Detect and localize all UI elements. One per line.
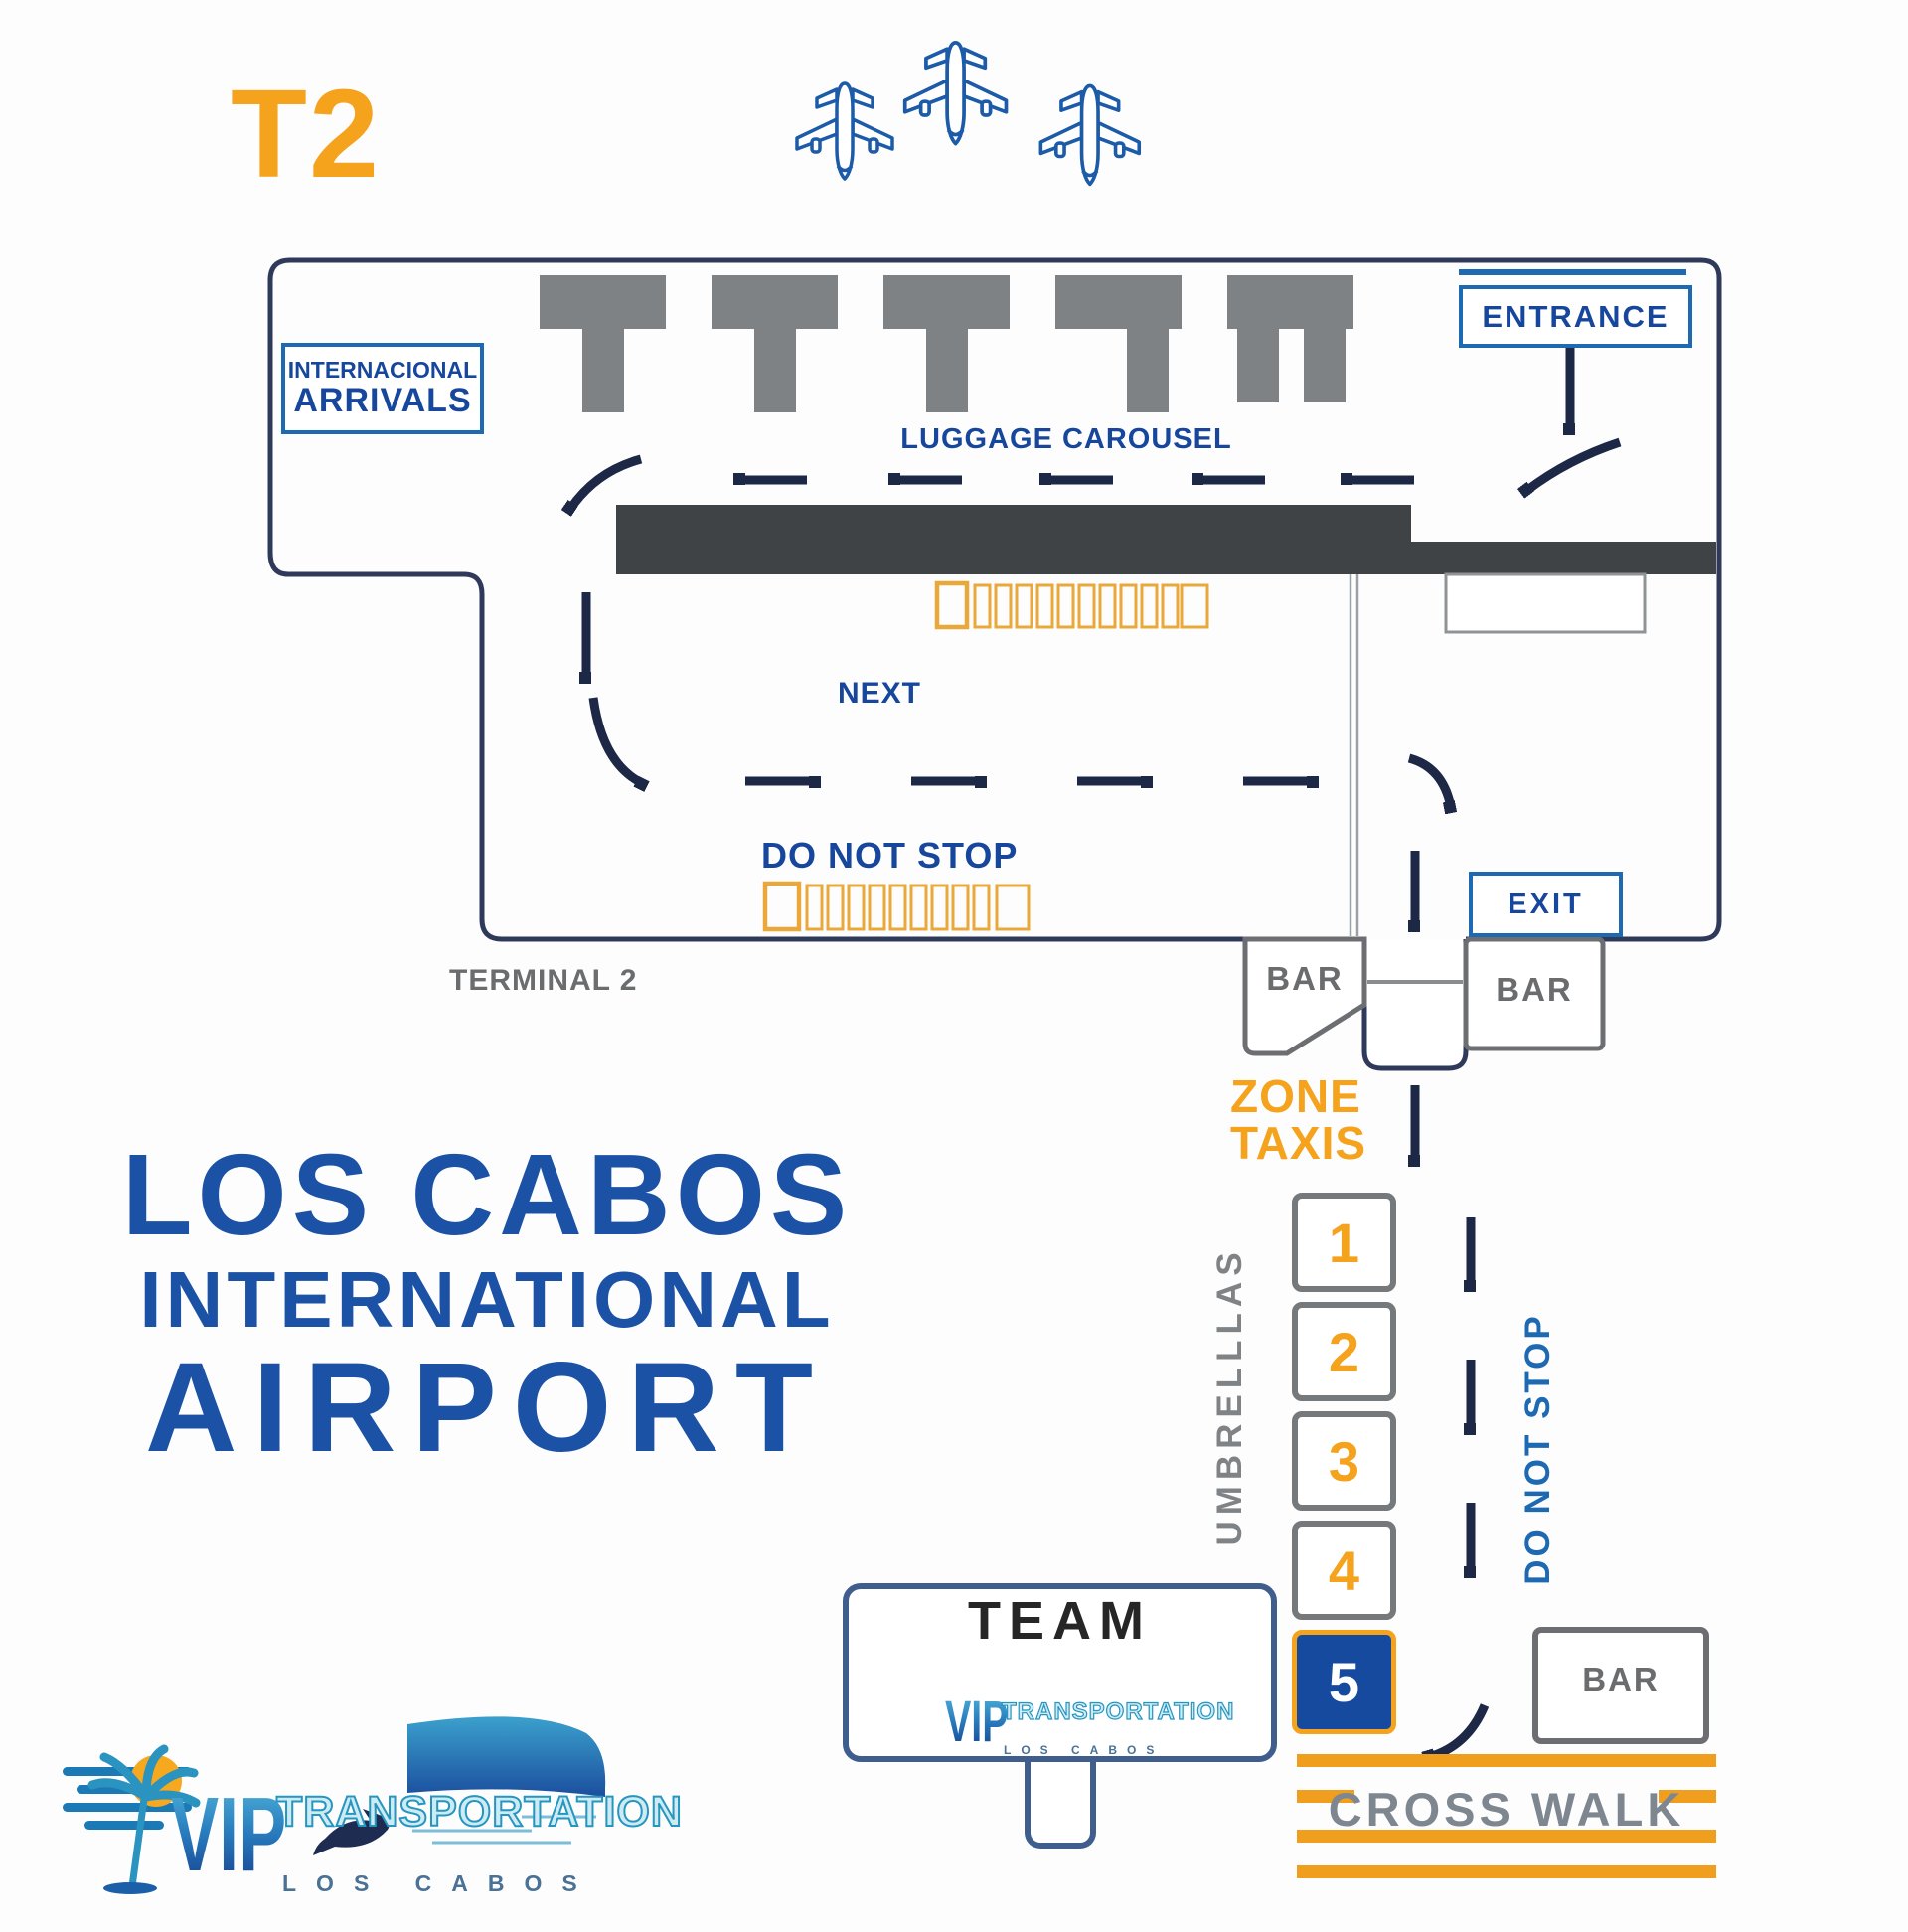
belt-end-curve-arrow (570, 454, 643, 509)
hall-divider (1349, 574, 1359, 936)
entrance-sign: ENTRANCE (1459, 285, 1692, 348)
airport-title: LOS CABOS INTERNATIONAL AIRPORT (94, 1130, 879, 1479)
taxi-zone-4: 4 (1292, 1521, 1396, 1620)
arrivals-line2: ARRIVALS (293, 382, 472, 419)
pillar-u-5 (1227, 275, 1353, 402)
sign-vip-wordmark: VIP (945, 1690, 1009, 1754)
umbrellas-label: UMBRELLLAS (1210, 1246, 1249, 1546)
entrance-curve-arrow (1526, 437, 1622, 491)
bar-label-street: BAR (1582, 1661, 1660, 1697)
pillar-t-3 (883, 275, 1010, 412)
pillar-l-4 (1055, 275, 1182, 412)
logo-los-cabos-wordmark: LOS CABOS (282, 1870, 597, 1896)
team-sign (843, 1583, 1277, 1762)
bar-box-right (1463, 936, 1606, 1051)
queue-lower (762, 881, 1031, 932)
pillar-t-2 (712, 275, 838, 412)
taxi-zone-1: 1 (1292, 1193, 1396, 1292)
next-label: NEXT (838, 677, 922, 710)
title-line3: AIRPORT (145, 1336, 829, 1479)
bar-box-street (1532, 1627, 1709, 1744)
zone-line1: ZONE (1230, 1070, 1361, 1122)
exit-corridor (1361, 939, 1469, 1071)
turn-down-curve-arrow (1407, 753, 1451, 807)
luggage-belt (616, 505, 1716, 574)
entrance-door-line (1459, 269, 1686, 275)
turn-right-curve-arrow (588, 697, 642, 783)
title-line2: INTERNATIONAL (139, 1254, 835, 1344)
terminal-code: T2 (231, 64, 382, 204)
bar-label-right: BAR (1496, 971, 1573, 1008)
terminal-building-outline (267, 257, 1722, 942)
international-arrivals-sign: INTERNACIONAL ARRIVALS (281, 343, 484, 434)
sign-transportation-wordmark: TRANSPORTATION (1001, 1698, 1235, 1725)
belt-side-box (1444, 572, 1647, 634)
taxi-zone-2: 2 (1292, 1302, 1396, 1401)
crosswalk-label: CROSS WALK (1328, 1783, 1685, 1836)
bar-label-left: BAR (1266, 960, 1344, 997)
bar-box-left (1242, 936, 1367, 1056)
flow-arrows (570, 346, 1622, 1757)
logo-vip-wordmark: VIP (171, 1776, 287, 1893)
pillar-t-1 (540, 275, 666, 412)
title-line1: LOS CABOS (121, 1130, 853, 1259)
logo-transportation-wordmark: TRANSPORTATION (275, 1788, 683, 1836)
crosswalk-stripes (1297, 1754, 1716, 1878)
taxi-zone-3-number: 3 (1328, 1429, 1360, 1493)
taxi-zone-5-number: 5 (1328, 1651, 1360, 1713)
zone-taxis-label: ZONE TAXIS (1230, 1073, 1366, 1167)
sign-handle (1025, 1749, 1096, 1849)
zone5-curve-arrow (1429, 1703, 1490, 1757)
taxi-zone-3: 3 (1292, 1411, 1396, 1511)
do-not-stop-label: DO NOT STOP (761, 835, 1019, 876)
taxi-zone-1-number: 1 (1328, 1210, 1360, 1274)
terminal-2-label: TERMINAL 2 (449, 964, 638, 997)
taxi-zone-5-highlighted: 5 (1292, 1630, 1396, 1734)
team-label: TEAM (968, 1591, 1152, 1651)
arrivals-line1: INTERNACIONAL (287, 357, 478, 383)
carousel-pillars (540, 275, 1353, 412)
sign-los-cabos-wordmark: LOS CABOS (1004, 1743, 1165, 1757)
exit-sign: EXIT (1469, 872, 1623, 937)
queue-upper (934, 580, 1209, 630)
luggage-carousel-label: LUGGAGE CAROUSEL (900, 423, 1232, 455)
zone-line2: TAXIS (1230, 1116, 1367, 1169)
taxi-zone-4-number: 4 (1328, 1538, 1360, 1602)
do-not-stop-vertical-label: DO NOT STOP (1518, 1313, 1557, 1585)
taxi-zone-2-number: 2 (1328, 1320, 1360, 1383)
